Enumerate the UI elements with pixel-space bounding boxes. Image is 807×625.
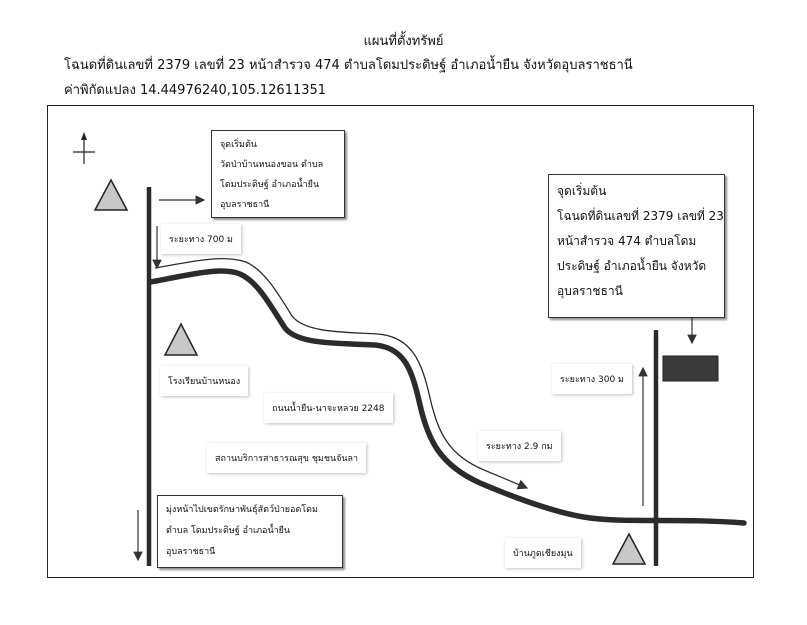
start-point-box-left: จุดเริ่มต้น วัดป่าบ้านหนองขอน ตำบล โดมปร… [211,130,345,218]
box-line: อุบลราชธานี [220,200,270,210]
box-line: ประดิษฐ์ อำเภอน้ำยืน จังหวัด [557,259,707,273]
box-line: มุ่งหน้าไปเขตรักษาพันธุ์สัตว์ป่ายอดโดม [166,505,318,515]
box-line: โฉนดที่ดินเลขที่ 2379 เลขที่ 23 [557,209,724,223]
school-label: โรงเรียนบ้านหนอง [160,366,249,396]
map-frame [47,105,754,578]
destination-box: มุ่งหน้าไปเขตรักษาพันธุ์สัตว์ป่ายอดโดม ต… [157,495,343,568]
main-road [147,268,747,526]
route-outline [154,257,485,471]
health-center-label: สถานบริการสาธารณสุข ชุมชนจันลา [207,443,367,473]
distance-label-700m: ระยะทาง 700 ม [161,224,241,254]
coordinates-line: ค่าพิกัดแปลง 14.44976240,105.12611351 [64,83,327,98]
village-label: บ้านภูดเชียงมุน [505,538,581,568]
deed-line: โฉนดที่ดินเลขที่ 2379 เลขที่ 23 หน้าสำรว… [64,58,633,73]
box-line: วัดป่าบ้านหนองขอน ตำบล [220,160,324,170]
land-plot-marker [662,355,719,382]
route-arrow [483,469,529,490]
box-line: จุดเริ่มต้น [557,184,607,198]
box-line: อุบลราชธานี [557,284,623,298]
distance-label-2-9km: ระยะทาง 2.9 กม [478,431,561,461]
distance-label-300m: ระยะทาง 300 ม [552,364,632,394]
map-title: แผนที่ตั้งทรัพย์ [363,34,444,49]
route-outline-inner [154,262,483,478]
box-line: ตำบล โดมประดิษฐ์ อำเภอน้ำยืน [166,526,291,536]
triangle-landmark-icon [611,532,647,565]
box-line: โดมประดิษฐ์ อำเภอน้ำยืน [220,180,320,190]
north-arrow-icon [73,132,95,164]
road-name-label: ถนนน้ำยืน-นาจะหลวย 2248 [264,393,393,423]
box-line: จุดเริ่มต้น [220,140,257,150]
start-point-box-right: จุดเริ่มต้น โฉนดที่ดินเลขที่ 2379 เลขที่… [548,174,725,318]
triangle-landmark-icon [163,322,199,356]
box-line: หน้าสำรวจ 474 ตำบลโดม [557,234,697,248]
box-line: อุบลราชธานี [166,547,216,557]
triangle-landmark-icon [93,178,129,211]
